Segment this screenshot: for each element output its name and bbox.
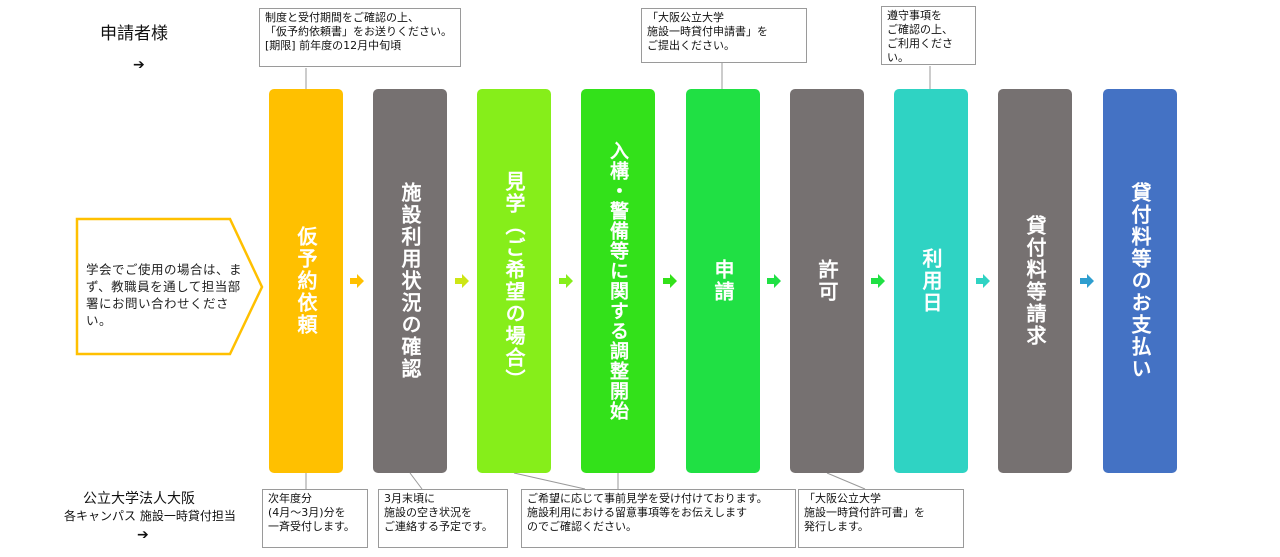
step-provisional-reservation: 仮予約依頼 bbox=[269, 89, 343, 473]
arrow-right-icon bbox=[1080, 274, 1094, 288]
step-billing: 貸付料等請求 bbox=[998, 89, 1072, 473]
top-note-2: 「大阪公立大学 施設一時貸付申請書」を ご提出ください。 bbox=[641, 8, 807, 63]
applicant-label: 申請者様 bbox=[100, 24, 168, 44]
arrow-right-icon bbox=[455, 274, 469, 288]
step-payment: 貸付料等のお支払い bbox=[1103, 89, 1177, 473]
applicant-arrow-icon: ➔ bbox=[133, 57, 145, 73]
step-usage-day: 利用日 bbox=[894, 89, 968, 473]
university-arrow-icon: ➔ bbox=[137, 527, 149, 543]
step-permission: 許可 bbox=[790, 89, 864, 473]
bottom-note-4: 「大阪公立大学 施設一時貸付許可書」を 発行します。 bbox=[798, 489, 964, 548]
university-label: 公立大学法人大阪 bbox=[83, 491, 195, 507]
top-note-3: 遵守事項を ご確認の上、 ご利用ください。 bbox=[881, 6, 976, 65]
connector-line-6 bbox=[513, 472, 586, 490]
connector-line-8 bbox=[826, 472, 866, 490]
arrow-right-icon bbox=[976, 274, 990, 288]
top-note-1: 制度と受付期間をご確認の上、 「仮予約依頼書」をお送りください。 [期限] 前年… bbox=[259, 8, 461, 67]
arrow-right-icon bbox=[350, 274, 364, 288]
arrow-right-icon bbox=[871, 274, 885, 288]
left-callout-text: 学会でご使用の場合は、まず、教職員を通して担当部署にお問い合わせください。 bbox=[86, 262, 243, 328]
bottom-note-1: 次年度分 (4月～3月)分を 一斉受付します。 bbox=[262, 489, 368, 548]
arrow-right-icon bbox=[767, 274, 781, 288]
arrow-right-icon bbox=[559, 274, 573, 288]
step-tour: 見学（ご希望の場合） bbox=[477, 89, 551, 473]
arrow-right-icon bbox=[663, 274, 677, 288]
step-facility-check: 施設利用状況の確認 bbox=[373, 89, 447, 473]
bottom-note-3: ご希望に応じて事前見学を受け付けております。 施設利用における留意事項等をお伝え… bbox=[521, 489, 796, 548]
step-coordination: 入構・警備等に関する調整開始 bbox=[581, 89, 655, 473]
connector-line-5 bbox=[409, 472, 423, 490]
step-application: 申請 bbox=[686, 89, 760, 473]
bottom-note-2: 3月末頃に 施設の空き状況を ご連絡する予定です。 bbox=[378, 489, 508, 548]
university-sub-label: 各キャンパス 施設一時貸付担当 bbox=[64, 509, 236, 523]
left-callout-shape bbox=[75, 217, 264, 356]
